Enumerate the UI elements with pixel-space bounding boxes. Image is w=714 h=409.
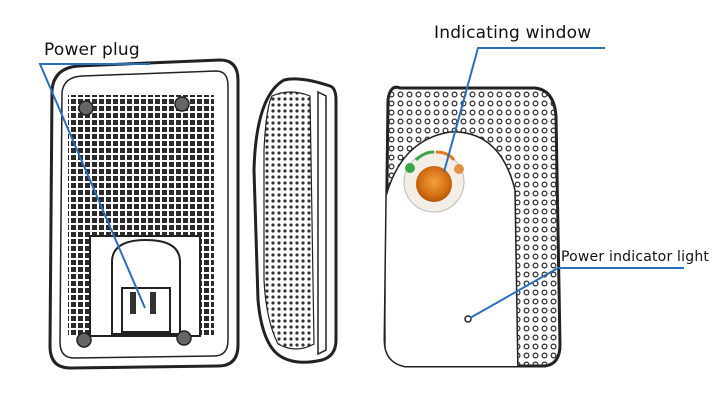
plug-body — [121, 287, 171, 333]
indicator-dot-green — [405, 163, 415, 173]
device-side-view — [252, 77, 338, 364]
indicator-arc-amber — [435, 150, 456, 161]
indicator-arc-green — [414, 150, 435, 162]
label-indicating-window: Indicating window — [434, 23, 592, 43]
back-inner-rim — [59, 70, 229, 359]
power-indicator-light — [464, 315, 472, 323]
indicator-dot-amber — [454, 164, 464, 174]
device-front-view — [383, 85, 562, 368]
side-vent-panel — [263, 91, 315, 350]
label-power-plug: Power plug — [44, 40, 140, 60]
plug-pin-left — [130, 292, 136, 314]
screw-top-left — [78, 100, 94, 116]
plug-pin-right — [150, 292, 156, 314]
side-edge — [317, 90, 327, 356]
power-indicator-leader — [469, 267, 684, 319]
label-power-indicator-light: Power indicator light — [561, 249, 710, 265]
screw-bottom-right — [176, 330, 192, 346]
screw-bottom-left — [76, 332, 92, 348]
device-back-view — [48, 58, 240, 370]
indicating-window-granules — [416, 166, 452, 202]
indicating-window-leader — [443, 47, 605, 173]
callout-lines — [38, 47, 684, 319]
screw-top-right — [174, 96, 190, 112]
power-plug-leader — [38, 63, 150, 309]
